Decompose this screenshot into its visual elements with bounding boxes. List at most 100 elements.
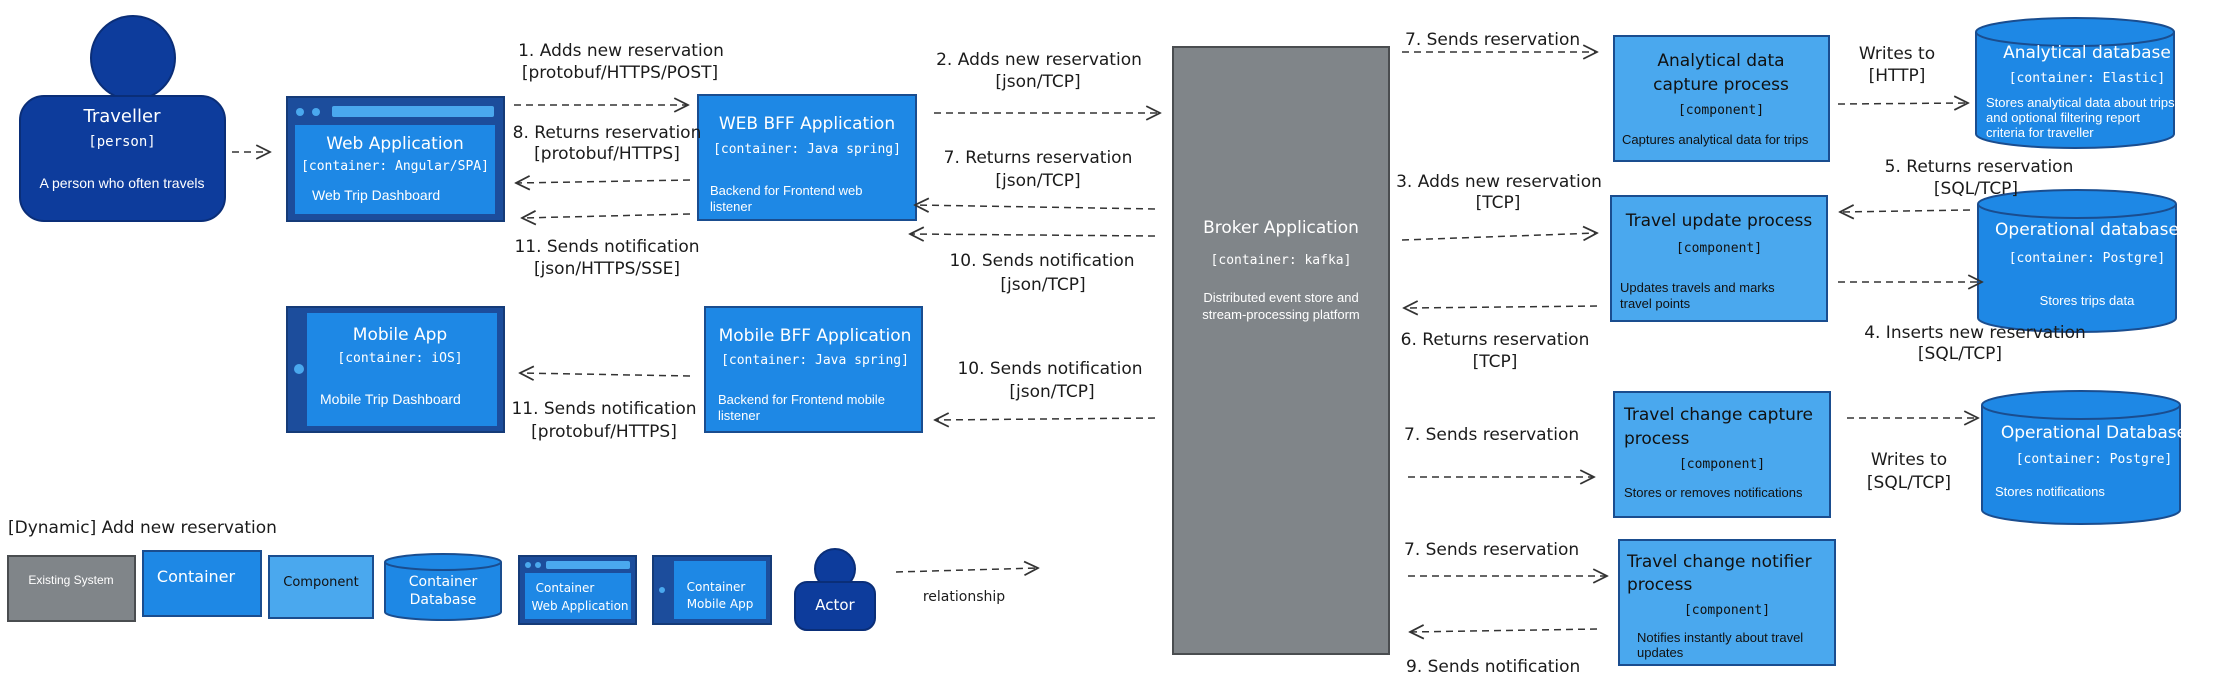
broker-tag: [container: kafka] xyxy=(1211,253,1352,268)
travel-change-notifier-name2: process xyxy=(1627,575,1692,595)
edge-10w-label: 10. Sends notification xyxy=(949,251,1134,271)
web-bff-node: WEB BFF Application [container: Java spr… xyxy=(697,94,917,221)
travel-update-node: Travel update process [component] Update… xyxy=(1610,195,1828,322)
web-bff-desc1: Backend for Frontend web xyxy=(710,183,862,198)
travel-change-notifier-node: Travel change notifier process [componen… xyxy=(1618,539,1836,666)
travel-change-notifier-desc2: updates xyxy=(1637,645,1684,660)
web-app-desc: Web Trip Dashboard xyxy=(312,187,440,203)
legend-web-app1: Container xyxy=(536,581,595,595)
edge-5-label: 5. Returns reservation xyxy=(1885,157,2074,177)
edge-10m-proto: [json/TCP] xyxy=(1009,382,1094,402)
analytical-db-desc2: and optional filtering report xyxy=(1986,110,2140,125)
operational-db-name: Operational database xyxy=(1995,220,2179,240)
legend-container-db2: Database xyxy=(410,592,477,608)
edge-11w-label: 11. Sends notification xyxy=(514,237,699,257)
travel-change-notifier-desc1: Notifies instantly about travel xyxy=(1637,630,1803,645)
web-application-node: Web Application [container: Angular/SPA]… xyxy=(286,96,505,222)
edge-1-proto: [protobuf/HTTPS/POST] xyxy=(522,63,718,83)
traveller-desc: A person who often travels xyxy=(40,175,205,191)
operational-db2-desc: Stores notifications xyxy=(1995,484,2105,499)
web-app-name: Web Application xyxy=(326,134,463,154)
edge-10w-proto: [json/TCP] xyxy=(1000,275,1085,295)
edge-7-return xyxy=(915,205,1156,209)
web-bff-tag: [container: Java spring] xyxy=(713,142,901,157)
edge-9-label: 9. Sends notification xyxy=(1406,657,1580,677)
legend-web-app2: Web Application xyxy=(531,599,628,613)
mobile-bff-tag: [container: Java spring] xyxy=(721,353,909,368)
edge-3-proto: [TCP] xyxy=(1476,193,1521,213)
mobile-app-desc: Mobile Trip Dashboard xyxy=(320,391,461,407)
analytical-db-desc1: Stores analytical data about trips xyxy=(1986,95,2175,110)
mobile-app-tag: [container: iOS] xyxy=(337,351,462,366)
edge-1-label: 1. Adds new reservation xyxy=(518,41,724,61)
legend-container-db1: Container xyxy=(409,574,478,590)
mobile-bff-name: Mobile BFF Application xyxy=(719,326,912,346)
edge-11w-proto: [json/HTTPS/SSE] xyxy=(534,259,680,279)
legend-relationship: relationship xyxy=(923,589,1005,605)
analytical-db-desc3: criteria for traveller xyxy=(1986,125,2094,140)
diagram-title: [Dynamic] Add new reservation xyxy=(8,518,277,538)
travel-update-tag: [component] xyxy=(1676,241,1762,256)
travel-change-capture-name1: Travel change capture xyxy=(1623,405,1813,425)
edge-11-web xyxy=(522,214,691,218)
analytical-capture-node: Analytical data capture process [compone… xyxy=(1613,35,1830,162)
operational-db-node: Operational database [container: Postgre… xyxy=(1977,189,2179,333)
analytical-db-node: Analytical database [container: Elastic]… xyxy=(1975,17,2175,149)
legend-component: Component xyxy=(283,575,358,590)
travel-change-notifier-name1: Travel change notifier xyxy=(1626,552,1812,572)
edge-6 xyxy=(1404,306,1598,308)
edge-writes-sql-proto: [SQL/TCP] xyxy=(1867,473,1951,493)
edge-3-label: 3. Adds new reservation xyxy=(1396,172,1602,192)
edge-10m-label: 10. Sends notification xyxy=(957,359,1142,379)
traveller-name: Traveller xyxy=(83,106,162,127)
edge-2-label: 2. Adds new reservation xyxy=(936,50,1142,70)
mobile-bff-desc2: listener xyxy=(718,408,761,423)
broker-desc1: Distributed event store and xyxy=(1203,290,1358,305)
travel-update-desc1: Updates travels and marks xyxy=(1620,280,1775,295)
edge-7c-label: 7. Sends reservation xyxy=(1404,425,1579,445)
edge-11m-proto: [protobuf/HTTPS] xyxy=(531,422,677,442)
edge-4-label: 4. Inserts new reservation xyxy=(1864,323,2086,343)
operational-db-desc: Stores trips data xyxy=(2040,293,2135,308)
edge-3 xyxy=(1401,233,1597,240)
edge-7r-proto: [json/TCP] xyxy=(995,171,1080,191)
mobile-app-name: Mobile App xyxy=(353,325,447,345)
edge-7n-label: 7. Sends reservation xyxy=(1404,540,1579,560)
edge-7r-label: 7. Returns reservation xyxy=(944,148,1133,168)
edge-11m-label: 11. Sends notification xyxy=(511,399,696,419)
edge-11-mobile xyxy=(520,373,691,376)
travel-change-capture-desc: Stores or removes notifications xyxy=(1624,485,1803,500)
edge-10-mobile xyxy=(935,418,1156,420)
analytical-capture-tag: [component] xyxy=(1678,103,1764,118)
edge-writes-http-label: Writes to xyxy=(1859,44,1935,64)
travel-change-capture-tag: [component] xyxy=(1679,457,1765,472)
edge-9 xyxy=(1410,629,1598,632)
edge-4-proto: [SQL/TCP] xyxy=(1918,344,2002,364)
operational-db-tag: [container: Postgre] xyxy=(2009,251,2166,266)
legend-relationship-arrow xyxy=(895,568,1038,572)
edge-10-web xyxy=(910,234,1156,236)
edge-writes-sql-label: Writes to xyxy=(1871,450,1947,470)
operational-db2-node: Operational Database [container: Postgre… xyxy=(1981,390,2187,525)
web-app-tag: [container: Angular/SPA] xyxy=(301,159,489,174)
mobile-bff-desc1: Backend for Frontend mobile xyxy=(718,392,885,407)
analytical-db-name: Analytical database xyxy=(2003,43,2171,63)
travel-change-notifier-tag: [component] xyxy=(1684,603,1770,618)
edge-2-proto: [json/TCP] xyxy=(995,72,1080,92)
analytical-capture-name1: Analytical data xyxy=(1657,51,1784,71)
broker-desc2: stream-processing platform xyxy=(1202,307,1360,322)
broker-node: Broker Application [container: kafka] Di… xyxy=(1172,46,1390,655)
broker-name: Broker Application xyxy=(1203,218,1359,238)
edge-8-proto: [protobuf/HTTPS] xyxy=(534,144,680,164)
edge-6-proto: [TCP] xyxy=(1473,352,1518,372)
legend: Existing System Container Component Cont… xyxy=(7,548,1038,631)
edge-8-label: 8. Returns reservation xyxy=(513,123,702,143)
edge-5 xyxy=(1840,210,1971,212)
legend-mobile-app2: Mobile App xyxy=(687,597,754,611)
edge-writes-http-proto: [HTTP] xyxy=(1869,66,1926,86)
edge-5-proto: [SQL/TCP] xyxy=(1934,179,2018,199)
legend-existing: Existing System xyxy=(28,573,113,587)
travel-update-name: Travel update process xyxy=(1625,211,1813,231)
edge-writes-http xyxy=(1837,103,1968,104)
